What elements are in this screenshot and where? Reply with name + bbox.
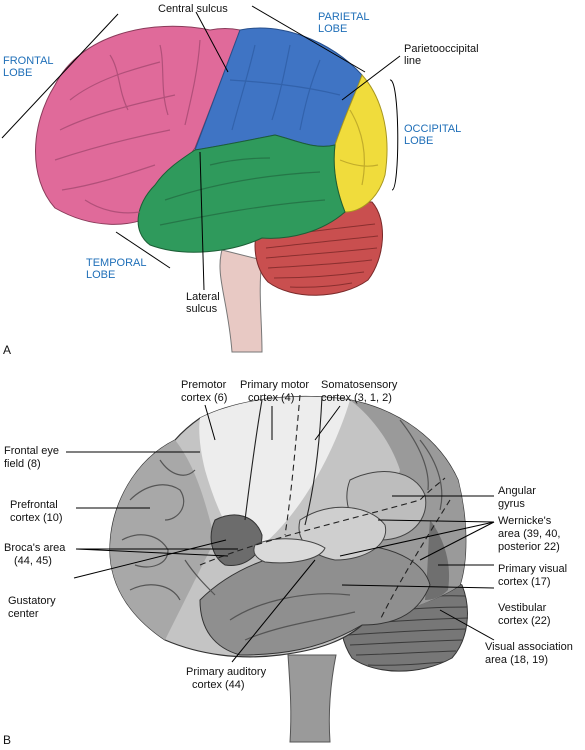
central-sulcus-label: Central sulcus <box>158 3 228 15</box>
primary-auditory-pointer <box>231 559 316 663</box>
primary-auditory-label: Primary auditory cortex (44) <box>186 666 269 691</box>
brocas-pointer-2 <box>75 548 229 557</box>
angular-label: Angular gyrus <box>498 485 539 510</box>
wernickes-label: Wernicke's area (39, 40, posterior 22) <box>498 515 563 553</box>
occipital-lobe-label: OCCIPITAL LOBE <box>404 123 464 147</box>
cerebellum-folia-a <box>265 223 379 288</box>
parietal-bracket <box>251 5 366 73</box>
gustatory-pointer <box>73 539 227 579</box>
lateral-sulcus-pointer <box>199 151 205 291</box>
somatosensory-label: Somatosensory cortex (3, 1, 2) <box>321 379 401 404</box>
panel-a: FRONTAL LOBE PARIETAL LOBE OCCIPITAL LOB… <box>1 3 482 357</box>
occipital-gyri <box>339 109 379 186</box>
somatosensory-pointer <box>314 405 341 441</box>
parietooccipital-pointer <box>341 55 401 101</box>
central-sulcus-b <box>284 394 301 536</box>
vestibular-label: Vestibular cortex (22) <box>498 602 551 627</box>
premotor-label: Premotor cortex (6) <box>181 379 229 404</box>
primary-motor-label: Primary motor cortex (4) <box>240 379 312 404</box>
panel-a-letter: A <box>3 343 11 357</box>
premotor-pointer <box>204 404 216 441</box>
parietooccipital-label: Parietooccipital line <box>404 43 482 67</box>
prefrontal-label: Prefrontal cortex (10) <box>10 499 63 524</box>
brainstem-b <box>287 654 337 743</box>
panel-b: Premotor cortex (6) Primary motor cortex… <box>3 379 576 747</box>
gyri-lines-b <box>121 419 443 641</box>
temporal-lobe-label: TEMPORAL LOBE <box>86 257 149 281</box>
occipital-bracket <box>389 79 399 191</box>
frontal-eye-label: Frontal eye field (8) <box>4 445 62 470</box>
temporal-bracket <box>115 231 171 269</box>
broca-region <box>210 514 263 566</box>
panel-b-letter: B <box>3 733 11 747</box>
frontal-bracket <box>1 13 119 139</box>
gustatory-label: Gustatory center <box>8 595 59 620</box>
primary-visual-label: Primary visual cortex (17) <box>498 563 570 588</box>
lateral-sulcus-label: Lateral sulcus <box>186 291 223 315</box>
postcentral-sulcus <box>304 395 323 526</box>
auditory-region <box>253 538 326 564</box>
parietal-gyri <box>229 44 341 131</box>
precentral-sulcus <box>244 399 263 521</box>
vestibular-pointer <box>341 584 495 589</box>
central-sulcus-pointer <box>195 11 229 73</box>
frontal-lobe-label: FRONTAL LOBE <box>3 55 56 79</box>
visual-assoc-label: Visual association area (18, 19) <box>485 641 576 666</box>
temporal-lobe <box>137 134 346 253</box>
frontal-gyri <box>54 39 201 214</box>
lateral-fissure-dashed <box>199 477 446 566</box>
temporal-gyri <box>159 157 326 226</box>
wernickes-pointer-1 <box>377 519 495 523</box>
parietal-lobe-label: PARIETAL LOBE <box>318 11 372 35</box>
pointer-lines-b <box>66 404 495 663</box>
wernickes-pointer-2 <box>339 521 495 557</box>
brainstem-a <box>219 249 263 353</box>
prefrontal-region <box>110 440 215 640</box>
brocas-label: Broca's area (44, 45) <box>4 542 68 567</box>
visual-assoc-pointer <box>439 609 495 641</box>
visual-cortex-region <box>425 520 450 600</box>
parietooccipital-dashed <box>379 499 451 621</box>
wernickes-pointer-3 <box>419 521 495 561</box>
